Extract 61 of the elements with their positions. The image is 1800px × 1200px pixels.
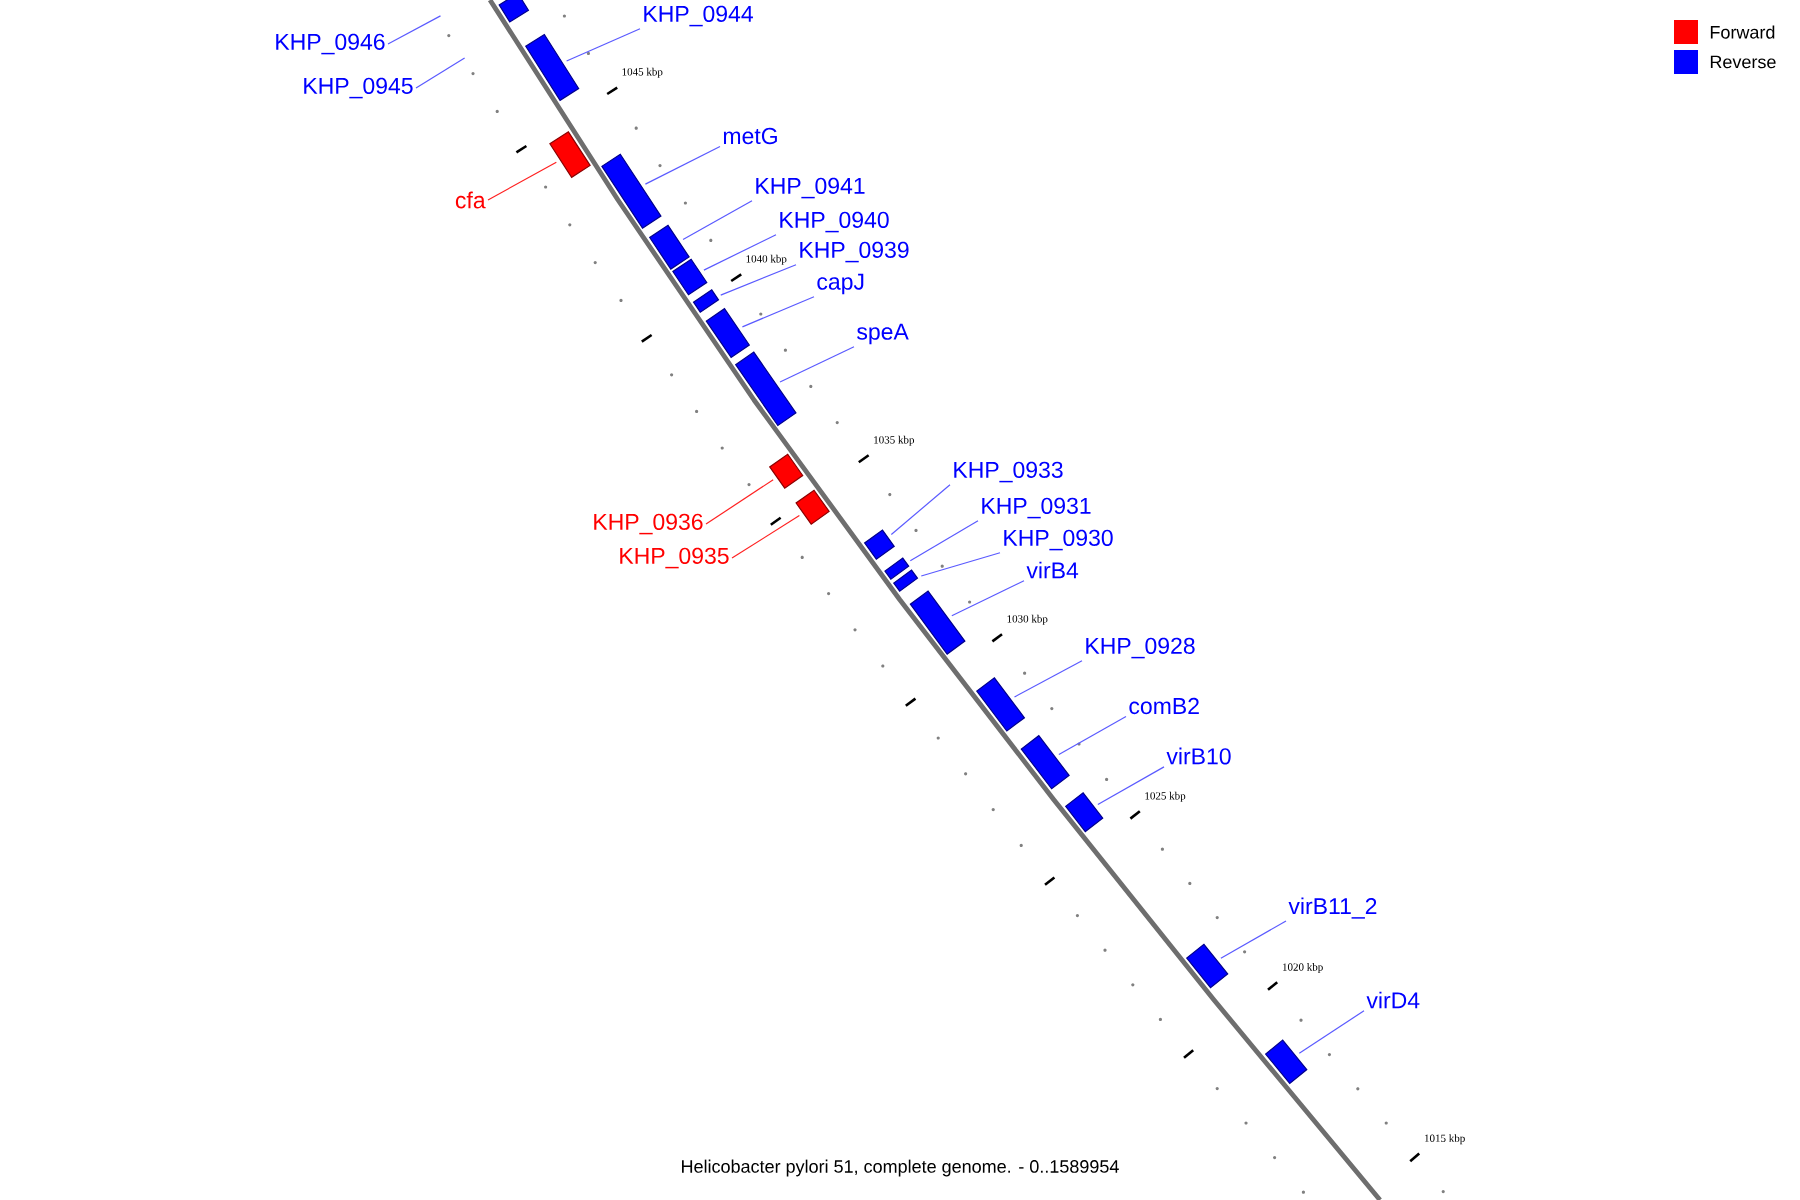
gene-bar [1020,734,1070,790]
leader-line [566,28,641,62]
gene-label: KHP_0931 [982,497,1091,519]
gene-bar [648,224,690,270]
gene-bar [601,153,662,229]
gene-bar [892,569,919,592]
leader-line [779,346,855,383]
gene-label: virB11_2 [1288,897,1377,919]
leader-line [731,514,800,559]
gene-label: speA [857,323,909,345]
gene-label: virD4 [1366,991,1420,1009]
leader-line [909,520,979,562]
leader-line [1058,715,1127,756]
gene-label: comB2 [1129,697,1199,715]
gene-label: KHP_0946 [276,33,385,55]
leader-line [920,552,1001,577]
gene-label: KHP_0939 [800,241,909,263]
gene-bar [795,489,830,525]
gene-bar [768,453,804,489]
gene-label: KHP_0945 [304,77,413,99]
gene-bar [672,258,708,296]
legend-label: Reverse [1710,55,1776,69]
gene-label: KHP_0930 [1004,529,1113,551]
gene-bar [909,590,966,655]
gene-label: virB4 [1026,561,1079,579]
leader-line [1097,766,1165,806]
leader-line [682,200,753,241]
gene-label: KHP_0941 [756,177,865,199]
gene-label: KHP_0936 [594,513,703,535]
gene-bar [498,0,530,23]
gene-bar [863,529,895,560]
leader-line [487,161,557,201]
caption: Helicobacter pylori 51, complete genome. - 0..1589954 [682,1159,1119,1177]
gene-bar [884,557,910,580]
gene-bar [1064,792,1104,833]
gene-bar [692,289,720,313]
leader-line [705,479,774,525]
leader-line [890,484,951,536]
gene-bar [1264,1039,1308,1085]
leader-line [741,296,815,328]
gene-label: KHP_0944 [644,5,753,27]
gene-label: capJ [817,273,864,295]
leader-line [951,580,1025,617]
gene-label: KHP_0935 [620,547,729,569]
gene-bar [734,351,797,427]
leader-line [1220,920,1287,959]
leader-line [1298,1010,1365,1054]
gene-label: cfa [455,191,486,209]
gene-bar [1185,943,1229,989]
gene-label: KHP_0933 [954,461,1063,483]
gene-label: KHP_0940 [780,211,889,233]
gene-label: virB10 [1166,747,1231,765]
leader-line [644,145,721,185]
gene-label: metG [723,127,777,145]
legend-label: Forward [1710,25,1775,39]
leader-line [703,234,777,271]
leader-line [1013,660,1083,698]
leader-line [387,15,442,45]
gene-label: KHP_0928 [1086,637,1195,659]
leader-line [720,264,797,296]
leader-line [415,57,466,89]
